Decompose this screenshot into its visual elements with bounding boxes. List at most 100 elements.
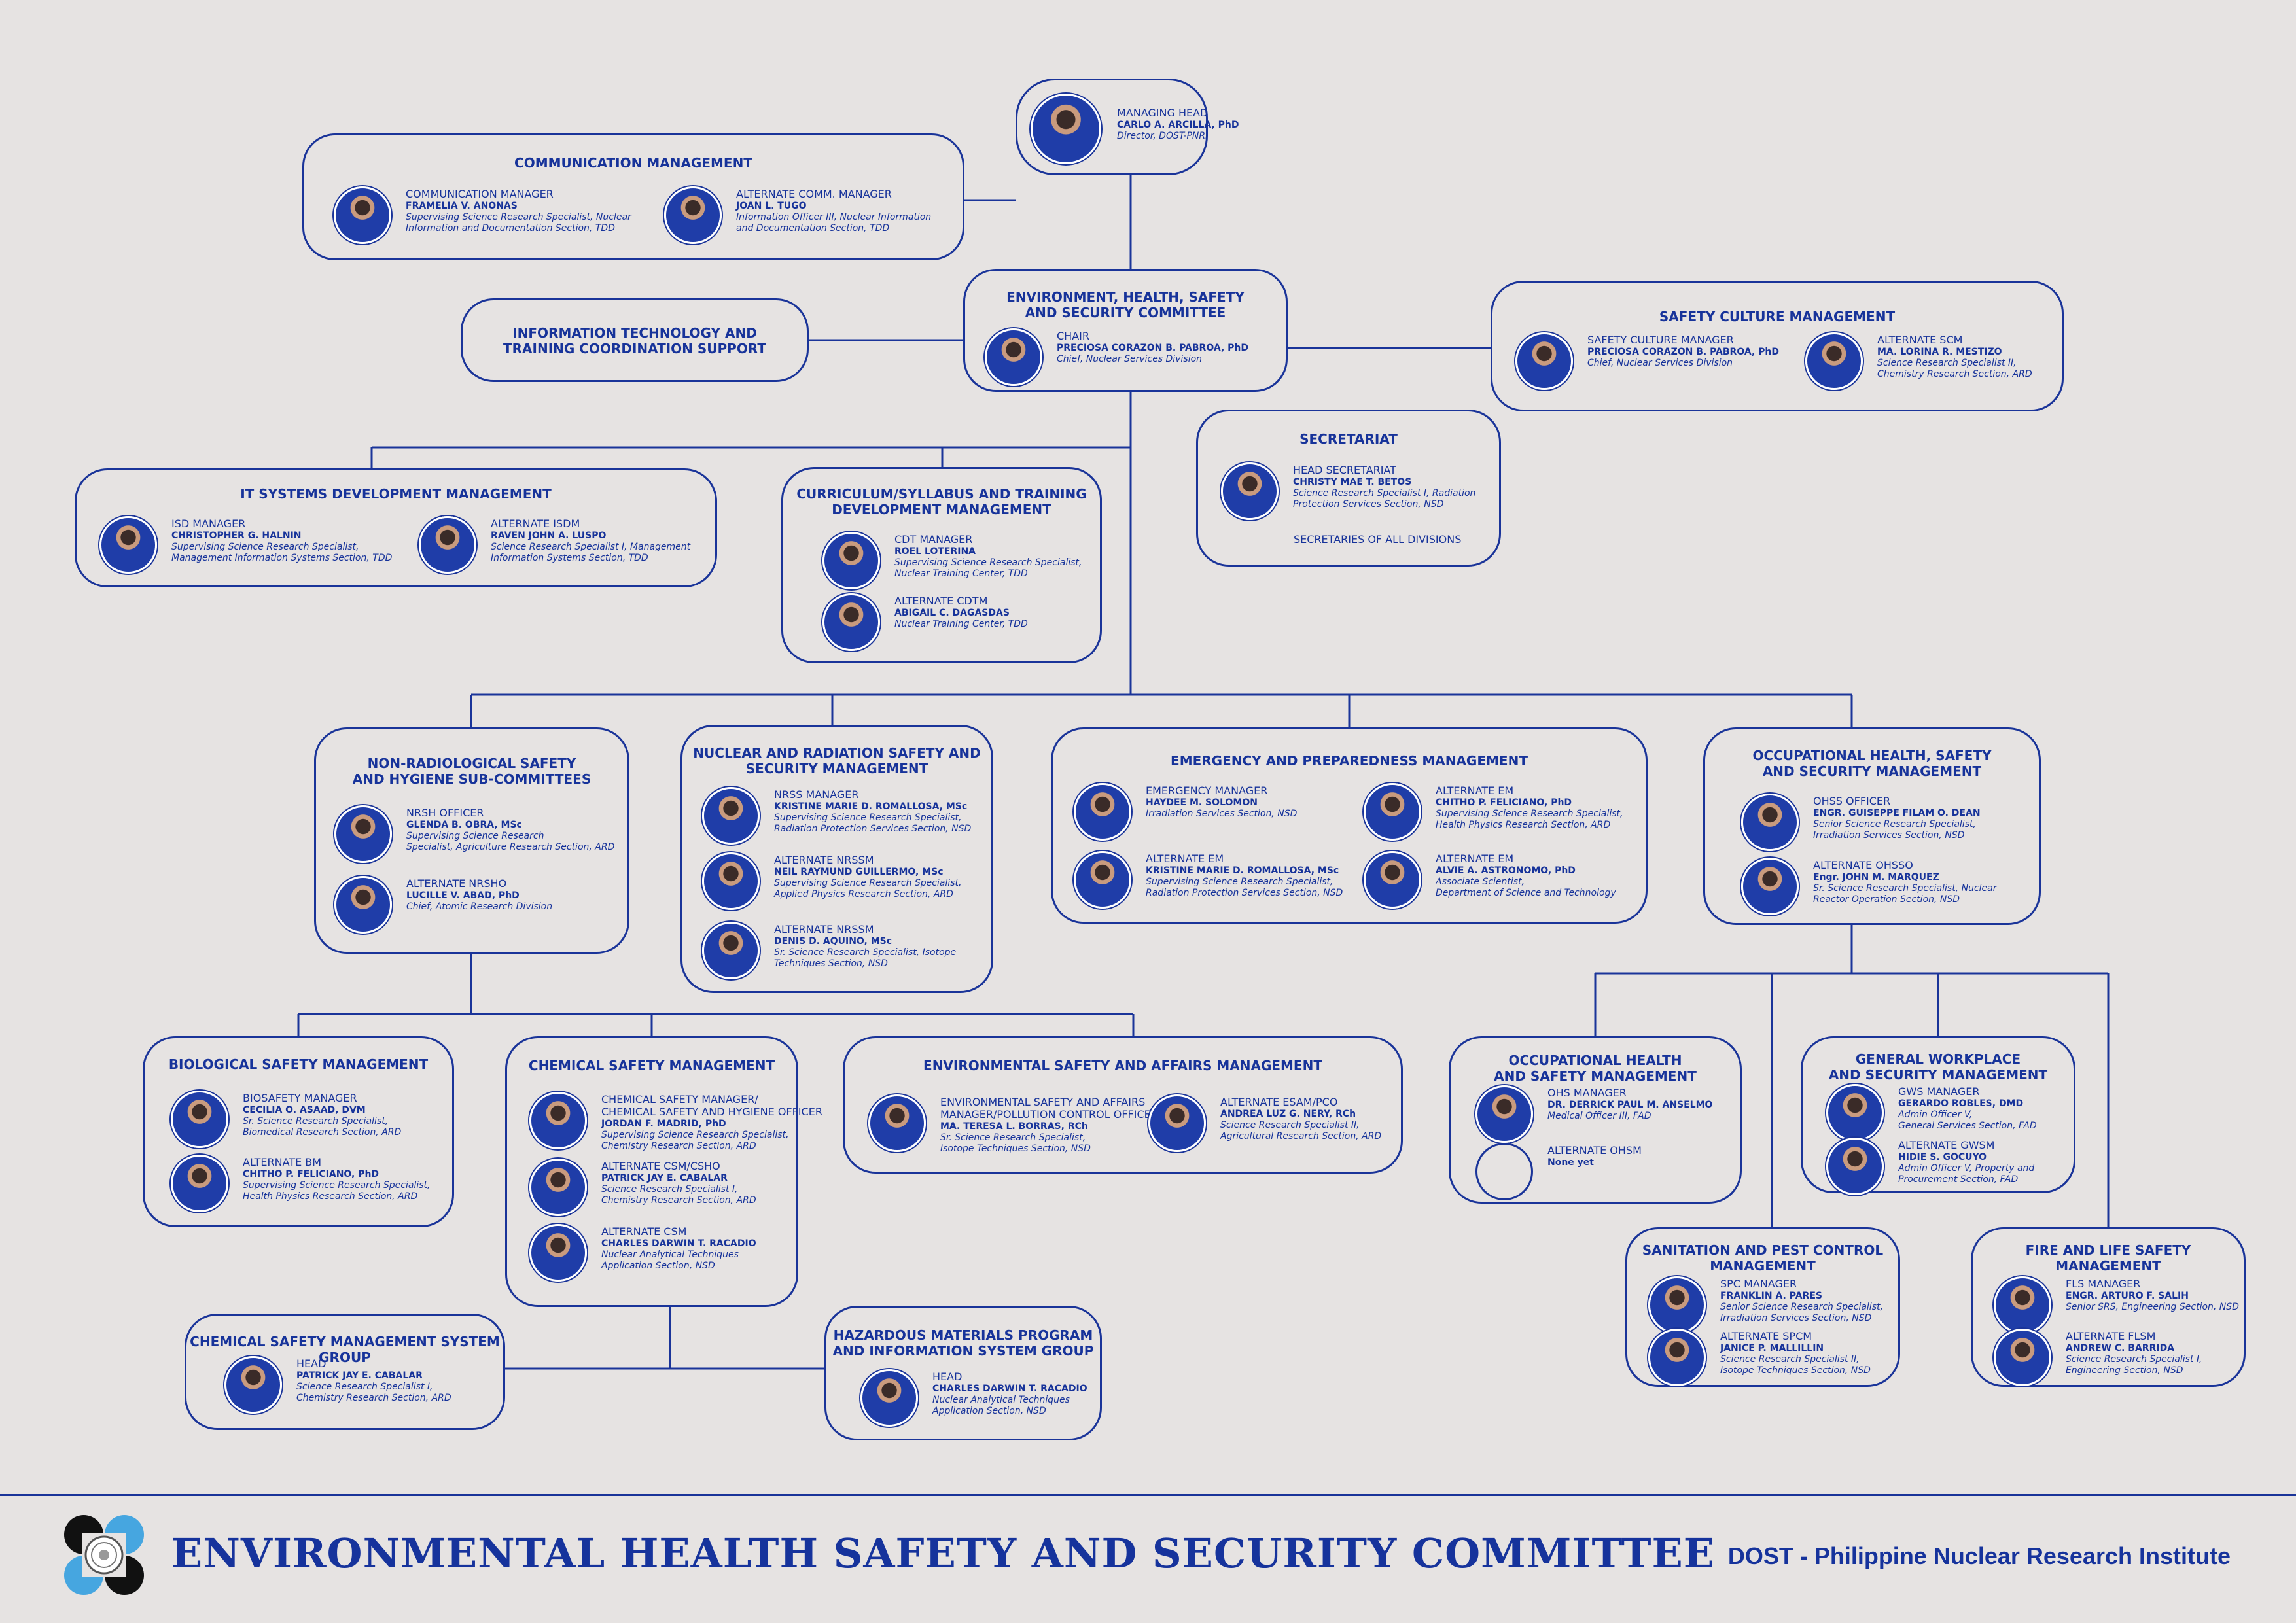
member-position: Irradiation Services Section, NSD xyxy=(1146,809,1298,819)
member-role: ALTERNATE GWSM xyxy=(1898,1139,1995,1151)
member-role: ALTERNATE BM xyxy=(243,1156,322,1168)
unit-title: CHEMICAL SAFETY MANAGEMENT xyxy=(528,1058,775,1073)
member-name: ROEL LOTERINA xyxy=(894,546,976,557)
member-name: HAYDEE M. SOLOMON xyxy=(1146,797,1258,808)
member-role: ALTERNATE NRSHO xyxy=(406,877,507,890)
member-name: MA. TERESA L. BORRAS, RCh xyxy=(940,1121,1088,1132)
member-position: Science Research Specialist II, Agricult… xyxy=(1220,1120,1382,1142)
member-role: NRSS MANAGER xyxy=(774,788,859,801)
member-name: CHRISTOPHER G. HALNIN xyxy=(171,531,302,541)
unit-box-gwsm: GENERAL WORKPLACE AND SECURITY MANAGEMEN… xyxy=(1801,1036,2075,1195)
member-position: Admin Officer V, General Services Sectio… xyxy=(1898,1109,2037,1131)
unit-title: ENVIRONMENT, HEALTH, SAFETY AND SECURITY… xyxy=(1006,289,1245,321)
member-role: GWS MANAGER xyxy=(1898,1085,1980,1098)
unit-title: NON-RADIOLOGICAL SAFETY AND HYGIENE SUB-… xyxy=(352,756,592,787)
unit-title: SECRETARIAT xyxy=(1299,431,1398,447)
member-position: Chief, Atomic Research Division xyxy=(406,901,553,912)
member-position: Senior SRS, Engineering Section, NSD xyxy=(2066,1302,2239,1312)
member-role: SPC MANAGER xyxy=(1720,1278,1797,1290)
member-position: Senior Science Research Specialist, Irra… xyxy=(1813,819,1976,841)
unit-title: EMERGENCY AND PREPAREDNESS MANAGEMENT xyxy=(1171,753,1528,769)
person-photo xyxy=(1648,1276,1706,1334)
member-position: Director, DOST-PNRI xyxy=(1117,131,1209,141)
unit-box-esam: ENVIRONMENTAL SAFETY AND AFFAIRS MANAGEM… xyxy=(843,1036,1403,1174)
member-role: SAFETY CULTURE MANAGER xyxy=(1587,334,1734,346)
member-role: BIOSAFETY MANAGER xyxy=(243,1092,357,1104)
member-role: CHEMICAL SAFETY MANAGER/ CHEMICAL SAFETY… xyxy=(601,1093,822,1118)
unit-title: CHEMICAL SAFETY MANAGEMENT SYSTEM GROUP xyxy=(190,1334,500,1365)
unit-title: COMMUNICATION MANAGEMENT xyxy=(514,155,752,171)
member-name: JORDAN F. MADRID, PhD xyxy=(601,1119,726,1129)
member-position: Medical Officer III, FAD xyxy=(1547,1111,1651,1121)
member-position: Nuclear Analytical Techniques Applicatio… xyxy=(932,1395,1070,1416)
member-position: Sr. Science Research Specialist, Isotope… xyxy=(774,947,957,969)
footer-divider xyxy=(0,1494,2296,1496)
member-position: Science Research Specialist I, Engineeri… xyxy=(2066,1354,2202,1376)
person-photo xyxy=(1221,462,1279,520)
member-position: Supervising Science Research Specialist,… xyxy=(406,212,631,234)
member-name: RAVEN JOHN A. LUSPO xyxy=(491,531,607,541)
member-name: NEIL RAYMUND GUILLERMO, MSc xyxy=(774,867,944,877)
member-name: DENIS D. AQUINO, MSc xyxy=(774,936,892,947)
unit-title: SAFETY CULTURE MANAGEMENT xyxy=(1659,309,1896,324)
member-role: ALTERNATE COMM. MANAGER xyxy=(736,188,892,200)
person-photo xyxy=(822,532,880,589)
member-position: Supervising Science Research Specialist,… xyxy=(406,831,615,852)
member-name: PATRICK JAY E. CABALAR xyxy=(601,1173,728,1183)
person-photo xyxy=(822,593,880,651)
member-position: Senior Science Research Specialist, Irra… xyxy=(1720,1302,1883,1323)
person-photo xyxy=(1826,1138,1884,1195)
member-name: FRAMELIA V. ANONAS xyxy=(406,201,518,211)
member-role: ALTERNATE OHSSO xyxy=(1813,859,1913,871)
member-position: Sr. Science Research Specialist, Nuclear… xyxy=(1813,883,1997,905)
member-position: Information Officer III, Nuclear Informa… xyxy=(736,212,932,234)
member-name: PRECIOSA CORAZON B. PABROA, PhD xyxy=(1587,347,1780,357)
unit-title: OCCUPATIONAL HEALTH AND SAFETY MANAGEMEN… xyxy=(1494,1053,1697,1084)
person-photo xyxy=(702,852,760,910)
person-photo xyxy=(860,1369,918,1427)
member-position: Chief, Nuclear Services Division xyxy=(1057,354,1203,364)
person-photo xyxy=(1074,851,1131,909)
member-role: ENVIRONMENTAL SAFETY AND AFFAIRS MANAGER… xyxy=(940,1096,1158,1121)
member-position: Supervising Science Research Specialist,… xyxy=(601,1130,789,1151)
person-photo xyxy=(1074,783,1131,841)
unit-title: ENVIRONMENTAL SAFETY AND AFFAIRS MANAGEM… xyxy=(923,1058,1322,1073)
unit-title: CURRICULUM/SYLLABUS AND TRAINING DEVELOP… xyxy=(796,486,1087,517)
member-position: Sr. Science Research Specialist, Biomedi… xyxy=(243,1116,402,1138)
member-role: MANAGING HEAD xyxy=(1117,107,1209,119)
member-position: Science Research Specialist I, Chemistry… xyxy=(296,1382,451,1403)
member-position: Associate Scientist, Department of Scien… xyxy=(1436,877,1616,898)
member-role: ALTERNATE CSM xyxy=(601,1225,687,1238)
member-name: CHITHO P. FELICIANO, PhD xyxy=(243,1169,380,1179)
member-role: ALTERNATE EM xyxy=(1146,852,1224,865)
member-name: CHARLES DARWIN T. RACADIO xyxy=(601,1238,756,1249)
member-role: ALTERNATE ESAM/PCO xyxy=(1220,1096,1338,1108)
person-photo xyxy=(1148,1094,1206,1152)
person-photo xyxy=(334,876,392,934)
member-position: Chief, Nuclear Services Division xyxy=(1587,358,1733,368)
member-position: Science Research Specialist I, Chemistry… xyxy=(601,1184,756,1206)
member-role: ALTERNATE NRSSM xyxy=(774,923,874,935)
person-photo xyxy=(1994,1329,2051,1386)
person-photo xyxy=(1515,332,1573,390)
